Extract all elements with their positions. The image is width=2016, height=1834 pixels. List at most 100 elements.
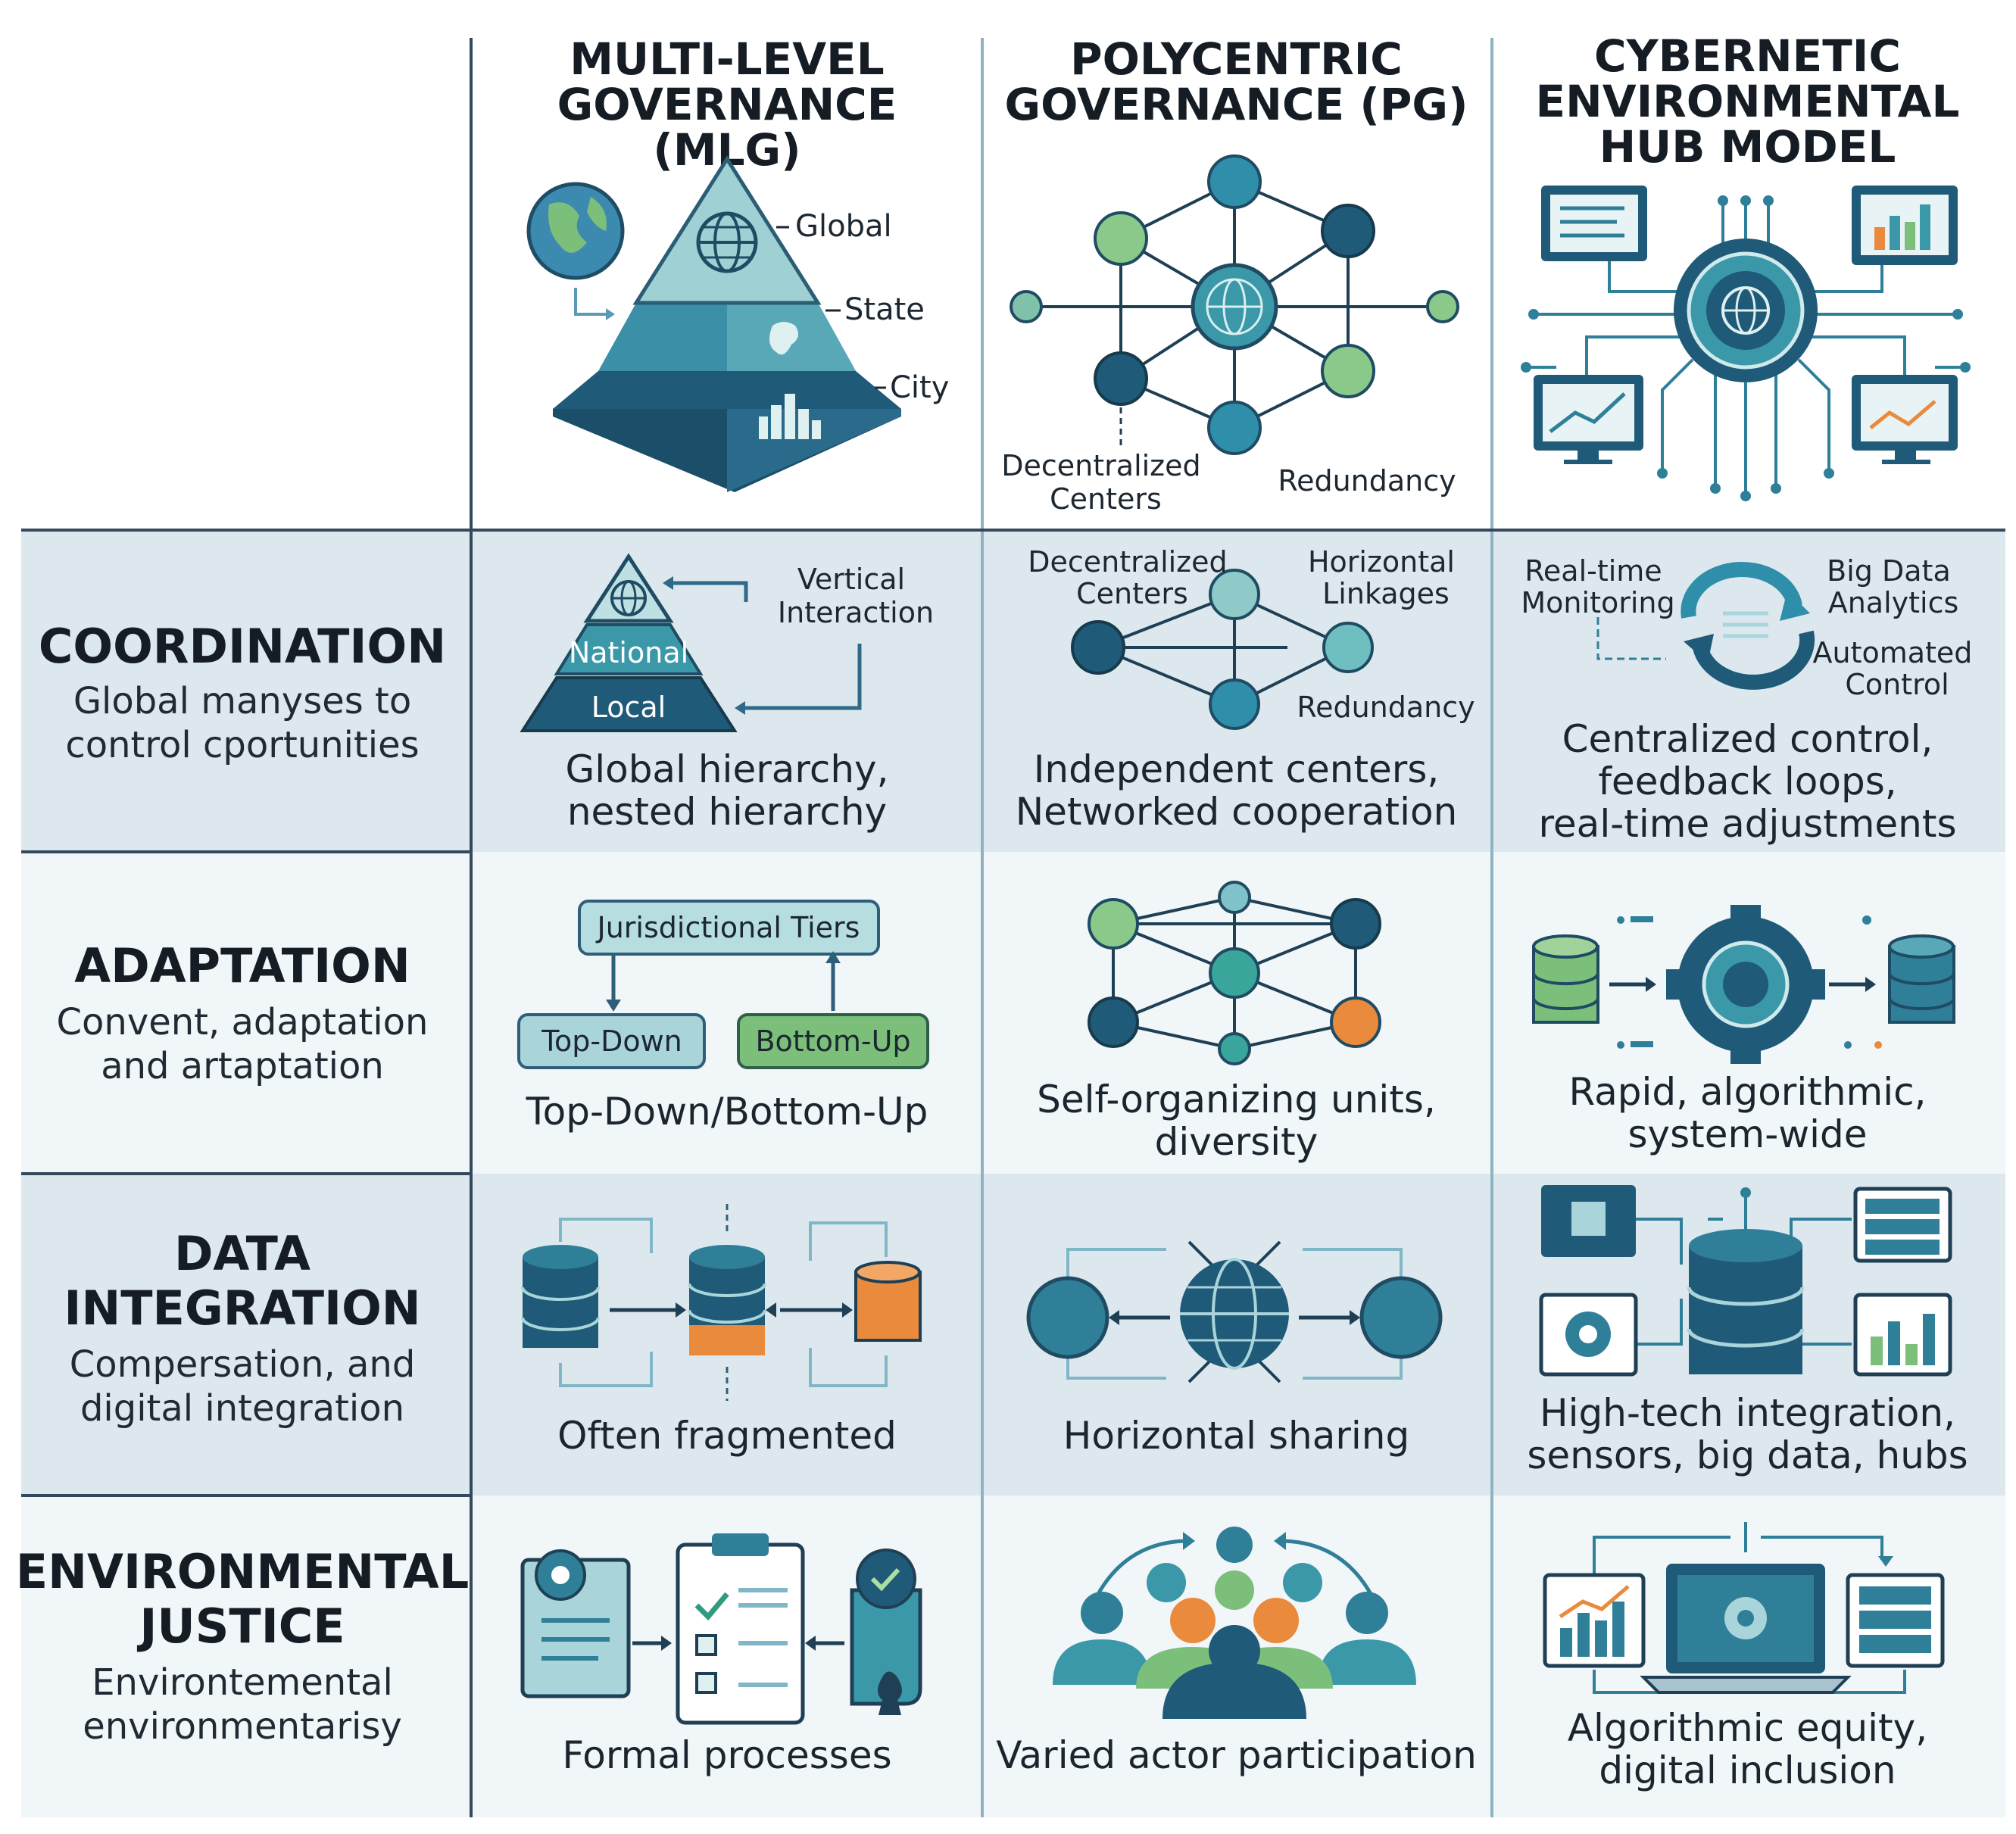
caption-adaptation-pg: Self-organizing units, diversity [985, 1078, 1488, 1163]
network-node [1088, 997, 1139, 1048]
caption-coordination-mlg: Global hierarchy, nested hierarchy [477, 748, 977, 833]
caption-line: Algorithmic equity, [1567, 1706, 1928, 1750]
label-decentralized-centers: Decentralized Centers [1001, 449, 1209, 516]
pyramid-tier-city [553, 371, 901, 492]
row-subtitle: digital integration [80, 1387, 405, 1430]
network-node [1026, 1276, 1109, 1359]
row-title: INTEGRATION [64, 1280, 421, 1336]
caption-line: Top-Down/Bottom-Up [526, 1090, 928, 1134]
network-node [1088, 898, 1139, 950]
column-title-line: GOVERNANCE (MLG) [557, 79, 897, 176]
column-title-line: MULTI-LEVEL [570, 33, 885, 85]
caption-coordination-pg: Independent centers, Networked cooperati… [985, 748, 1488, 833]
column-title-line: GOVERNANCE (PG) [1004, 79, 1468, 130]
monitor-icon [1541, 186, 1647, 261]
server-icon [1853, 1187, 1952, 1263]
label-big-data-analytics: Big Data Analytics [1827, 554, 1960, 619]
laptop-icon [1640, 1564, 1852, 1694]
row-subtitle: Compersation, and [69, 1343, 416, 1386]
row-subtitle: control cportunities [65, 724, 420, 766]
column-title-pg: POLYCENTRIC GOVERNANCE (PG) [985, 36, 1488, 127]
bar-chart-icon [1853, 1293, 1952, 1377]
data-integration-hub-illustration [1539, 1185, 1952, 1377]
environmental-justice-mlg-illustration [520, 1533, 922, 1725]
grid-line-v1 [470, 38, 473, 1817]
caption-line: Horizontal sharing [1063, 1414, 1410, 1458]
row-subtitle: Convent, adaptation [56, 1001, 429, 1043]
city-icon [759, 394, 821, 439]
caption-line: nested hierarchy [566, 790, 888, 834]
label-horizontal-linkages: Horizontal Linkages [1308, 545, 1464, 610]
server-icon [1846, 1573, 1945, 1668]
network-node [1209, 947, 1260, 999]
hub-circuit-illustration [1521, 186, 1971, 501]
caption-coordination-hub: Centralized control, feedback loops, rea… [1496, 718, 1999, 845]
pyramid-tier-state [598, 303, 856, 371]
network-node [1218, 881, 1251, 914]
coordination-pg-illustration: Decentralized Centers Horizontal Linkage… [1028, 545, 1475, 730]
label-decentralized-centers: Decentralized Centers [1028, 545, 1236, 610]
network-node [1321, 344, 1375, 398]
coordination-hub-illustration: Real-time Monitoring Big Data Analytics … [1521, 554, 1981, 701]
row-title: COORDINATION [38, 619, 447, 674]
row-title: DATA [173, 1226, 311, 1281]
mlg-pyramid-illustration: Global State City [526, 155, 949, 492]
network-node [1207, 154, 1262, 209]
network-node [1321, 204, 1375, 258]
caption-data-integration-hub: High-tech integration, sensors, big data… [1496, 1392, 1999, 1477]
label-redundancy: Redundancy [1297, 691, 1475, 724]
caption-line: Varied actor participation [996, 1733, 1477, 1777]
caption-line: sensors, big data, hubs [1527, 1433, 1968, 1477]
justice-icon [850, 1549, 922, 1715]
label-top-down: Top-Down [541, 1025, 682, 1058]
row-subtitle: and artaptation [101, 1045, 384, 1087]
database-icon [1888, 934, 1955, 1024]
network-node [1010, 290, 1043, 323]
label-automated-control: Automated Control [1812, 636, 1981, 701]
network-node [1359, 1276, 1443, 1359]
label-jurisdictional-tiers: Jurisdictional Tiers [596, 911, 860, 944]
clipboard-icon [676, 1533, 805, 1725]
globe-icon [526, 182, 625, 280]
caption-line: High-tech integration, [1540, 1391, 1955, 1435]
column-title-mlg: MULTI-LEVEL GOVERNANCE (MLG) [477, 36, 977, 173]
top-down-box [517, 1013, 706, 1069]
caption-data-integration-pg: Horizontal sharing [985, 1414, 1488, 1457]
label-state: State [844, 292, 925, 327]
caption-line: Global hierarchy, [565, 747, 889, 791]
label-global: Global [795, 209, 892, 244]
map-icon [769, 322, 798, 355]
row-subtitle: Global manyses to [73, 680, 412, 722]
label-bottom-up: Bottom-Up [755, 1025, 910, 1058]
gear-icon [1666, 905, 1825, 1064]
environmental-justice-pg-illustration [1053, 1527, 1416, 1719]
label-city: City [890, 370, 949, 405]
row-subtitle: Environtemental [92, 1661, 393, 1704]
column-title-line: CYBERNETIC [1594, 30, 1901, 82]
row-subtitle: environmentarisy [83, 1705, 402, 1748]
adaptation-hub-illustration [1532, 905, 1955, 1064]
bottom-up-box [737, 1013, 929, 1069]
network-node [1209, 569, 1260, 620]
caption-line: Centralized control, [1562, 717, 1933, 761]
database-icon [521, 1245, 600, 1348]
label-local: Local [591, 691, 666, 724]
bar-chart-icon [1852, 186, 1958, 265]
caption-line: real-time adjustments [1538, 802, 1957, 846]
vertical-interaction-arrow [666, 581, 748, 602]
bar-chart-icon [1543, 1573, 1646, 1668]
caption-adaptation-hub: Rapid, algorithmic, system-wide [1496, 1071, 1999, 1156]
database-icon [1687, 1229, 1805, 1374]
caption-line: Networked cooperation [1015, 790, 1458, 834]
network-node [1426, 290, 1459, 323]
network-node [1207, 401, 1262, 455]
adaptation-pg-illustration [1088, 881, 1381, 1065]
label-redundancy: Redundancy [1278, 464, 1456, 497]
column-title-hub: CYBERNETIC ENVIRONMENTAL HUB MODEL [1496, 33, 1999, 170]
pyramid-tier-global [632, 155, 822, 305]
caption-environmental-justice-hub: Algorithmic equity, digital inclusion [1496, 1707, 1999, 1792]
line-chart-icon [1534, 375, 1643, 464]
caption-line: digital inclusion [1599, 1748, 1896, 1792]
network-node [1330, 997, 1381, 1048]
